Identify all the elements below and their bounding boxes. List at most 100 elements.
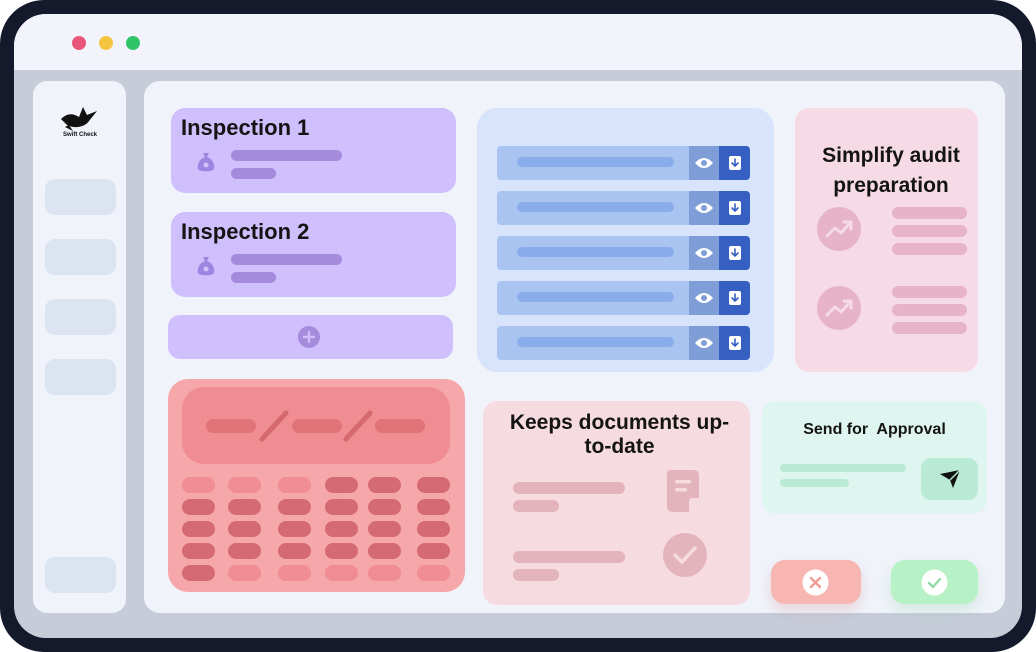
calendar-day[interactable] xyxy=(228,477,261,493)
download-document-button[interactable] xyxy=(719,281,750,315)
doc-detail-bar xyxy=(513,551,625,563)
eye-icon xyxy=(695,248,713,258)
audit-detail-bar xyxy=(892,243,967,255)
audit-detail-bar xyxy=(892,286,967,298)
calendar-day[interactable] xyxy=(228,565,261,581)
calendar-day[interactable] xyxy=(325,565,358,581)
calendar-day[interactable] xyxy=(417,521,450,537)
calendar-day[interactable] xyxy=(182,521,215,537)
calendar-day[interactable] xyxy=(325,521,358,537)
calendar-day[interactable] xyxy=(278,543,311,559)
inspection-detail-bar xyxy=(231,168,276,179)
send-approval-card: Send for Approval xyxy=(762,401,987,514)
inspection-title: Inspection 2 xyxy=(181,219,310,244)
approval-detail-bar xyxy=(780,479,849,487)
calendar-day[interactable] xyxy=(228,499,261,515)
audit-panel: Simplify audit preparation xyxy=(795,108,978,372)
add-inspection-button[interactable] xyxy=(168,315,453,359)
calendar-day[interactable] xyxy=(182,477,215,493)
calendar-day[interactable] xyxy=(417,543,450,559)
calendar-day[interactable] xyxy=(278,477,311,493)
eye-icon xyxy=(695,293,713,303)
send-icon xyxy=(940,469,961,488)
calendar-day[interactable] xyxy=(325,477,358,493)
documents-list-panel xyxy=(477,108,774,372)
document-row[interactable] xyxy=(497,236,750,270)
view-document-button[interactable] xyxy=(689,326,719,360)
document-name-bar xyxy=(517,202,674,212)
calendar-day[interactable] xyxy=(182,499,215,515)
download-icon xyxy=(729,291,741,305)
check-icon xyxy=(921,569,948,596)
sidebar-item-2[interactable] xyxy=(45,239,116,275)
calendar-day[interactable] xyxy=(368,477,401,493)
approval-detail-bar xyxy=(780,464,906,472)
window-maximize-button[interactable] xyxy=(126,36,140,50)
download-document-button[interactable] xyxy=(719,236,750,270)
app-logo[interactable]: Swift Check xyxy=(53,101,107,143)
calendar-day[interactable] xyxy=(368,565,401,581)
view-document-button[interactable] xyxy=(689,191,719,225)
calendar-day[interactable] xyxy=(228,543,261,559)
sidebar-item-5[interactable] xyxy=(45,557,116,593)
eye-icon xyxy=(695,158,713,168)
document-name-bar xyxy=(517,337,674,347)
send-button[interactable] xyxy=(921,458,978,500)
date-month-segment xyxy=(292,419,342,433)
calendar-day[interactable] xyxy=(278,499,311,515)
reject-button[interactable] xyxy=(771,560,861,604)
approve-button[interactable] xyxy=(891,560,978,604)
window-minimize-button[interactable] xyxy=(99,36,113,50)
download-icon xyxy=(729,246,741,260)
download-document-button[interactable] xyxy=(719,146,750,180)
inspection-card-1[interactable]: Inspection 1 xyxy=(171,108,456,193)
calendar-day[interactable] xyxy=(182,565,215,581)
document-row[interactable] xyxy=(497,326,750,360)
download-icon xyxy=(729,201,741,215)
download-document-button[interactable] xyxy=(719,326,750,360)
slash-icon xyxy=(343,410,373,442)
calendar-day[interactable] xyxy=(417,565,450,581)
calendar-day[interactable] xyxy=(368,499,401,515)
view-document-button[interactable] xyxy=(689,281,719,315)
download-icon xyxy=(729,336,741,350)
sidebar-item-1[interactable] xyxy=(45,179,116,215)
document-icon xyxy=(667,470,699,512)
eye-icon xyxy=(695,338,713,348)
calendar-day[interactable] xyxy=(325,499,358,515)
date-day-segment xyxy=(206,419,256,433)
money-bag-icon xyxy=(197,153,215,172)
audit-detail-bar xyxy=(892,207,967,219)
calendar-day[interactable] xyxy=(325,543,358,559)
calendar-day[interactable] xyxy=(228,521,261,537)
inspection-card-2[interactable]: Inspection 2 xyxy=(171,212,456,297)
document-row[interactable] xyxy=(497,281,750,315)
inspection-detail-bar xyxy=(231,272,276,283)
doc-detail-bar xyxy=(513,500,559,512)
calendar-day[interactable] xyxy=(278,521,311,537)
audit-title: Simplify audit preparation xyxy=(822,144,960,197)
calendar-day[interactable] xyxy=(278,565,311,581)
document-row[interactable] xyxy=(497,146,750,180)
calendar-day[interactable] xyxy=(417,477,450,493)
window-close-button[interactable] xyxy=(72,36,86,50)
document-name-bar xyxy=(517,292,674,302)
date-input[interactable] xyxy=(182,387,450,464)
calendar-day[interactable] xyxy=(368,543,401,559)
check-circle-icon xyxy=(663,533,707,577)
view-document-button[interactable] xyxy=(689,236,719,270)
calendar-day[interactable] xyxy=(368,521,401,537)
audit-detail-bar xyxy=(892,322,967,334)
calendar-day[interactable] xyxy=(182,543,215,559)
sidebar-item-3[interactable] xyxy=(45,299,116,335)
view-document-button[interactable] xyxy=(689,146,719,180)
inspection-detail-bar xyxy=(231,150,342,161)
sidebar-item-4[interactable] xyxy=(45,359,116,395)
document-row[interactable] xyxy=(497,191,750,225)
app-window: Swift Check Inspection 1 xyxy=(14,14,1022,638)
download-document-button[interactable] xyxy=(719,191,750,225)
audit-detail-bar xyxy=(892,304,967,316)
keeps-documents-card: Keeps documents up-to-date xyxy=(483,401,750,605)
calendar-day[interactable] xyxy=(417,499,450,515)
main-content: Inspection 1 Inspection 2 xyxy=(144,81,1005,613)
